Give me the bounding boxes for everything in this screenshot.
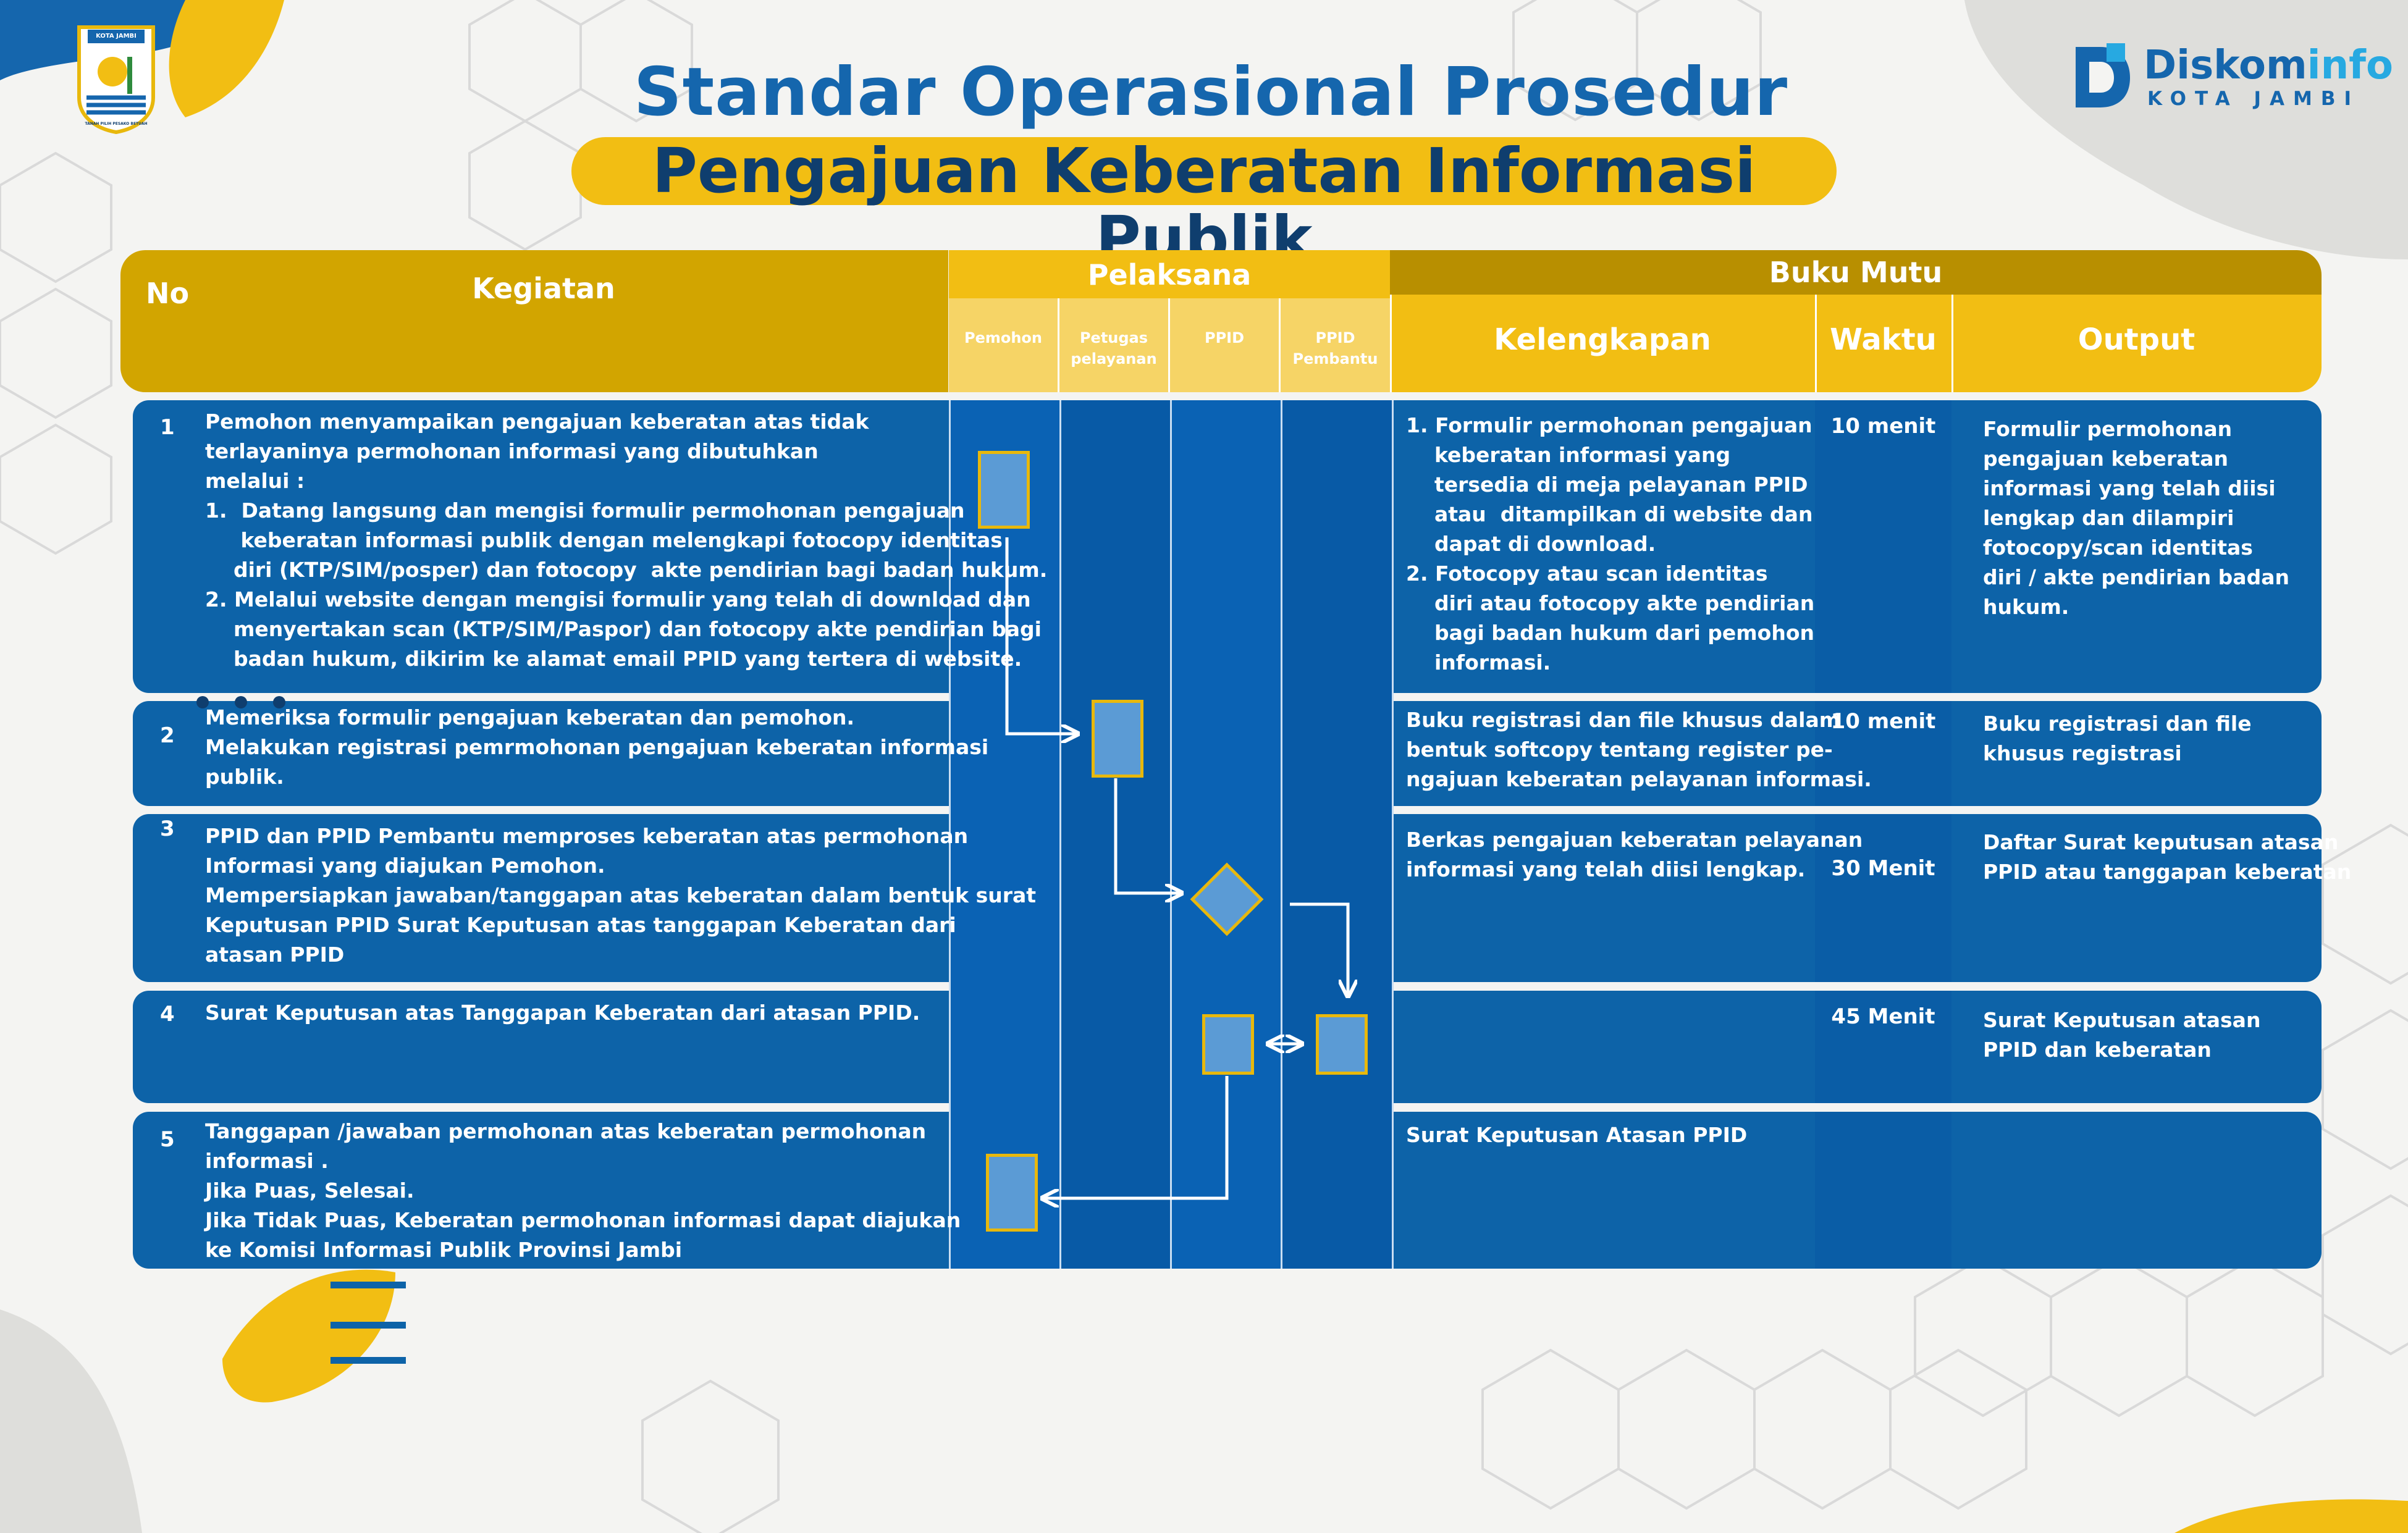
row-kegiatan: Pemohon menyampaikan pengajuan keberatan… (205, 410, 1048, 671)
header-output-label: Output (2078, 322, 2195, 357)
header-buku-mutu-label: Buku Mutu (1769, 256, 1943, 289)
header-pelaksana-label: Pelaksana (1087, 258, 1252, 292)
waktu-cell-bg (1815, 991, 1951, 1103)
header-col-petugas (1058, 298, 1168, 392)
header-ppid-pembantu-label: PPID Pembantu (1292, 329, 1378, 368)
page-subtitle: Pengajuan Keberatan Informasi Publik (652, 135, 1756, 275)
header-col-ppid (1168, 298, 1279, 392)
row-number: 2 (160, 723, 175, 748)
emblem-motto: TANAH PILIH PESAKO BETUAH (85, 122, 148, 126)
emblem-caption: KOTA JAMBI (96, 33, 137, 40)
waktu-cell-bg (1815, 814, 1951, 982)
brand-name: Diskominfo (2144, 43, 2393, 88)
header-buku-mutu (1390, 250, 2322, 295)
flow-process-pemohon (978, 451, 1030, 529)
header-no-kegiatan (120, 250, 948, 392)
header-petugas-label: Petugas pelayanan (1071, 329, 1157, 368)
flow-process-pemohon-final (986, 1154, 1038, 1232)
row-waktu: 10 menit (1830, 709, 1936, 734)
row-output: Buku registrasi dan file khusus registra… (1983, 712, 2252, 765)
brand-subtitle: KOTA JAMBI (2147, 88, 2360, 110)
waktu-cell-bg (1815, 1112, 1951, 1269)
page-title: Standar Operasional Prosedur (633, 54, 1788, 131)
row-output: Formulir permohonan pengajuan keberatan … (1983, 417, 2289, 619)
header-kelengkapan-label: Kelengkapan (1494, 322, 1711, 357)
row-kelengkapan: 1. Formulir permohonan pengajuan keberat… (1406, 413, 1815, 674)
flow-process-ppid-pembantu (1316, 1014, 1368, 1075)
row-kegiatan: Surat Keputusan atas Tanggapan Keberatan… (205, 1001, 920, 1025)
header-col-output (1951, 295, 2322, 392)
row-number: 3 (160, 817, 175, 841)
lane-ppid-pembantu (1281, 400, 1394, 1269)
row-number: 5 (160, 1127, 175, 1152)
subtitle-pill (571, 137, 1837, 205)
waktu-cell-bg (1815, 701, 1951, 806)
row-number: 4 (160, 1002, 175, 1027)
header-col-pemohon (949, 298, 1058, 392)
header-kegiatan-label: Kegiatan (472, 272, 615, 305)
waktu-cell-bg (1815, 400, 1951, 693)
lane-pemohon (949, 400, 1059, 1269)
decorative-line (330, 1322, 406, 1329)
header-col-kelengkapan (1390, 295, 1815, 392)
row-kegiatan: Memeriksa formulir pengajuan keberatan d… (205, 705, 989, 789)
row-kegiatan: Tanggapan /jawaban permohonan atas keber… (205, 1119, 961, 1262)
row-output: Surat Keputusan atasan PPID dan keberata… (1983, 1008, 2261, 1062)
city-emblem-logo: KOTA JAMBI TANAH PILIH PESAKO BETUAH (75, 23, 157, 135)
row-waktu: 45 Menit (1831, 1004, 1935, 1029)
header-no-label: No (146, 277, 190, 310)
row-number: 1 (160, 415, 175, 440)
row-kelengkapan: Buku registrasi dan file khusus dalam be… (1406, 708, 1872, 791)
header-col-ppid-pembantu (1279, 298, 1390, 392)
row-kelengkapan: Surat Keputusan Atasan PPID (1406, 1123, 1748, 1147)
header-ppid-label: PPID (1204, 329, 1245, 346)
row-kegiatan: PPID dan PPID Pembantu memproses keberat… (205, 824, 1037, 967)
row-waktu: 10 menit (1830, 414, 1936, 439)
row-waktu: 30 Menit (1831, 856, 1935, 881)
header-pelaksana (949, 250, 1390, 298)
header-waktu-label: Waktu (1830, 322, 1937, 357)
decorative-dots (196, 696, 285, 708)
header-pemohon-label: Pemohon (964, 329, 1043, 346)
decorative-line (330, 1357, 406, 1364)
flow-process-petugas (1092, 700, 1143, 778)
decorative-line (330, 1282, 406, 1288)
diskominfo-logo-mark (2071, 43, 2132, 111)
row-output: Daftar Surat keputusan atasan PPID atau … (1983, 830, 2352, 884)
row-kelengkapan: Berkas pengajuan keberatan pelayanan inf… (1406, 828, 1863, 881)
flow-process-ppid (1202, 1014, 1254, 1075)
header-col-waktu (1815, 295, 1951, 392)
